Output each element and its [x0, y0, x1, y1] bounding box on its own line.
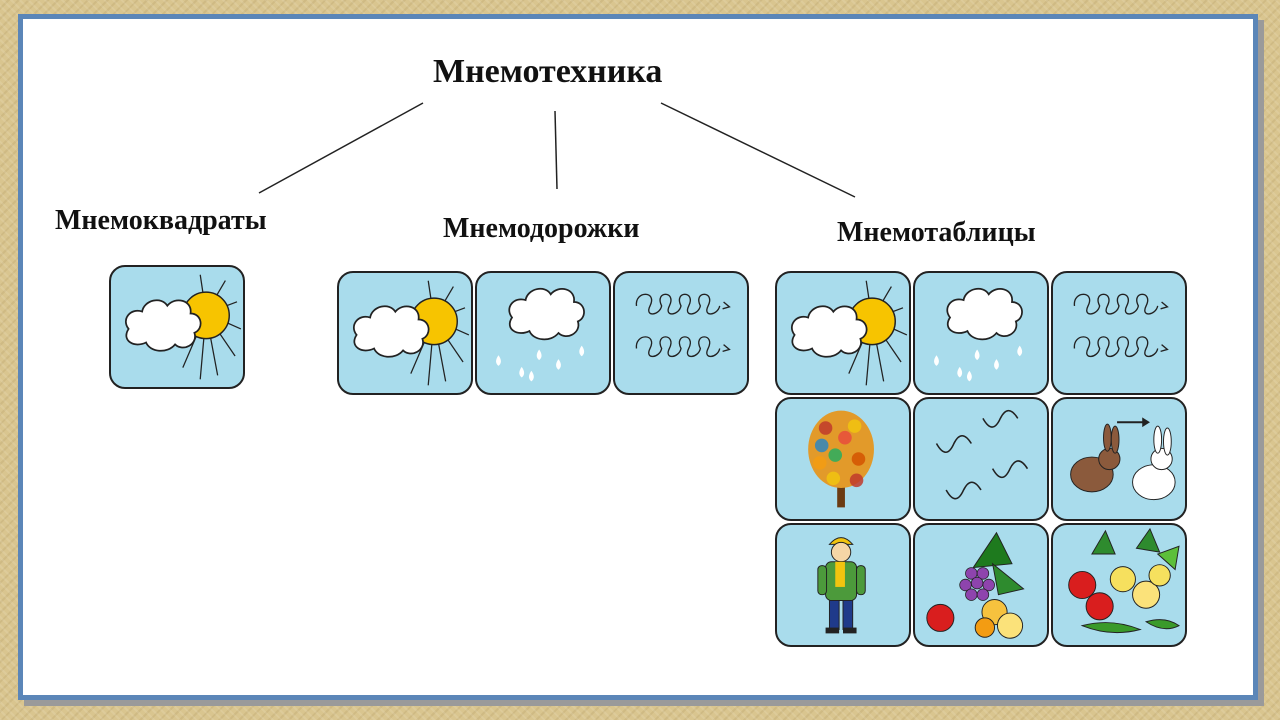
connector-tracks: [554, 110, 558, 190]
hare-changing-color-icon: [1070, 417, 1176, 501]
tile-square-sun-cloud: [109, 265, 245, 389]
rain-cloud-icon: [496, 287, 585, 382]
wind-icon: [1073, 293, 1169, 358]
sun-cloud-icon: [352, 280, 470, 386]
tile-table-rain-cloud: [913, 271, 1049, 395]
diagram-card: Мнемотехника Мнемоквадраты Мнемодорожки …: [18, 14, 1258, 700]
rain-cloud-icon: [934, 287, 1023, 382]
sun-cloud-icon: [790, 280, 908, 386]
branch-label-squares: Мнемоквадраты: [55, 205, 267, 236]
dressed-boy-icon: [817, 537, 866, 634]
tile-table-sun-cloud: [775, 271, 911, 395]
connector-lines: [258, 102, 856, 198]
fruits-icon: [926, 531, 1025, 639]
connector-squares: [258, 102, 424, 194]
tile-table-vegetables: [1051, 523, 1187, 647]
branch-label-tables: Мнемотаблицы: [837, 217, 1036, 248]
tile-table-boy: [775, 523, 911, 647]
tile-table-autumn-tree: [775, 397, 911, 521]
tile-table-birds: [913, 397, 1049, 521]
tile-track-wind: [613, 271, 749, 395]
sun-cloud-icon: [124, 274, 242, 380]
tile-table-fruits: [913, 523, 1049, 647]
tile-table-wind: [1051, 271, 1187, 395]
autumn-tree-icon: [808, 410, 874, 508]
branch-label-tracks: Мнемодорожки: [443, 213, 640, 244]
diagram-title: Мнемотехника: [433, 53, 663, 90]
tile-track-rain-cloud: [475, 271, 611, 395]
vegetables-icon: [1068, 527, 1180, 634]
tile-track-sun-cloud: [337, 271, 473, 395]
flying-birds-icon: [935, 409, 1029, 500]
connector-tables: [660, 102, 856, 198]
wind-icon: [635, 293, 731, 358]
tile-table-hares: [1051, 397, 1187, 521]
